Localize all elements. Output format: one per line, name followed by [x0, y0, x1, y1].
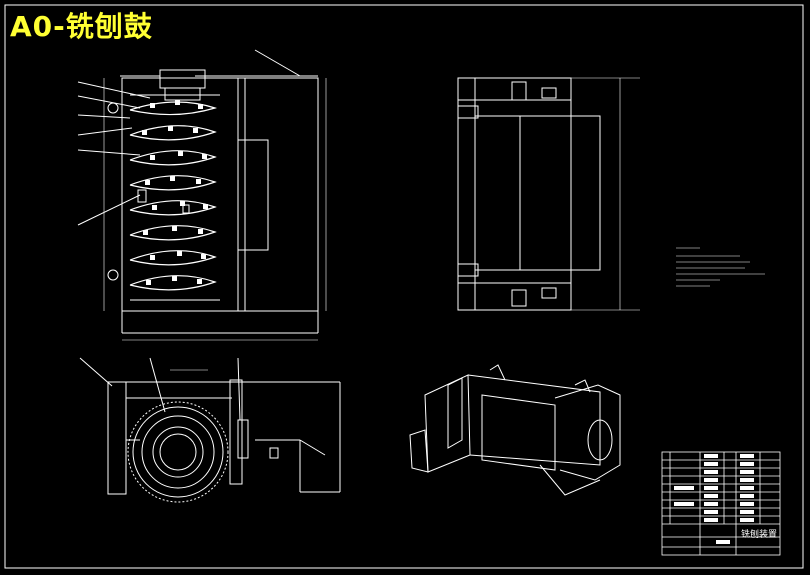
technical-requirements	[676, 247, 765, 287]
title-block-fill	[674, 454, 754, 544]
title-block	[661, 451, 781, 556]
isometric-view	[409, 364, 621, 496]
top-view	[457, 77, 640, 311]
title-block-name: 铣刨装置	[741, 530, 778, 540]
drawing-title: A0-铣刨鼓	[10, 10, 153, 43]
front-section-view	[77, 49, 327, 341]
drawing-border	[4, 4, 804, 569]
milling-drum-circle	[127, 401, 229, 503]
side-view	[79, 357, 341, 503]
